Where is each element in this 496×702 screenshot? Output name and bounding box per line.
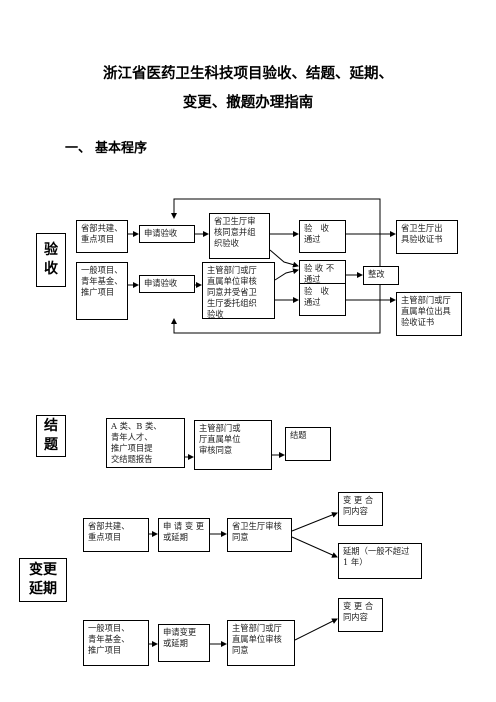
rectify-box: 整改 xyxy=(363,266,399,285)
change-contract-box-1: 变 更 合 同内容 xyxy=(338,492,383,526)
change-health-dept-agree-box: 省卫生厅审核 同意 xyxy=(227,518,292,552)
change-provincial-project-box: 省部共建、 重点项目 xyxy=(83,518,149,552)
document-title-line-1: 浙江省医药卫生科技项目验收、结题、延期、 xyxy=(103,65,393,82)
closure-projects-box: A 类、B 类、 青年人才、 推广项目提 交结题报告 xyxy=(106,418,185,468)
closure-authority-agree-box: 主管部门或 厅直属单位 审核同意 xyxy=(194,420,272,470)
section-heading: 基本程序 xyxy=(95,141,148,156)
change-extension-section-label: 变更 延期 xyxy=(19,558,67,602)
extension-box: 延期（一般不超过 1 年） xyxy=(338,543,422,579)
acceptance-provincial-project-box: 省部共建、 重点项目 xyxy=(76,220,128,253)
acceptance-apply-box-2: 申请验收 xyxy=(139,275,195,293)
change-apply-box-1: 申 请 变 更 或延期 xyxy=(158,518,210,552)
closure-result-box: 结题 xyxy=(285,427,331,461)
document-title-line-2: 变更、撤题办理指南 xyxy=(182,94,314,111)
health-dept-certificate-box: 省卫生厅出 具验收证书 xyxy=(396,220,458,254)
change-general-project-box: 一般项目、 青年基金、 推广项目 xyxy=(83,620,149,666)
acceptance-passed-box-2: 验 收 通过 xyxy=(299,283,346,316)
acceptance-apply-box-1: 申请验收 xyxy=(139,225,195,243)
change-authority-agree-box: 主管部门或厅 直属单位审核 同意 xyxy=(227,620,295,666)
authority-review-box: 主管部门或厅 直属单位审核 同意并受省卫 生厅委托组织 验收 xyxy=(202,262,275,319)
acceptance-passed-box-1: 验 收 通过 xyxy=(299,220,346,253)
change-apply-box-2: 申请变更 或延期 xyxy=(158,624,210,662)
closure-section-label: 结 题 xyxy=(36,415,66,457)
change-contract-box-2: 变 更 合 同内容 xyxy=(338,598,383,632)
health-dept-review-box: 省卫生厅审 核同意并组 织验收 xyxy=(209,213,270,259)
authority-certificate-box: 主管部门或厅 直属单位出具 验收证书 xyxy=(396,292,462,336)
acceptance-section-label: 验 收 xyxy=(36,233,66,287)
section-number: 一、 xyxy=(65,141,92,156)
acceptance-general-project-box: 一般项目、 青年基金、 推广项目 xyxy=(76,262,128,320)
